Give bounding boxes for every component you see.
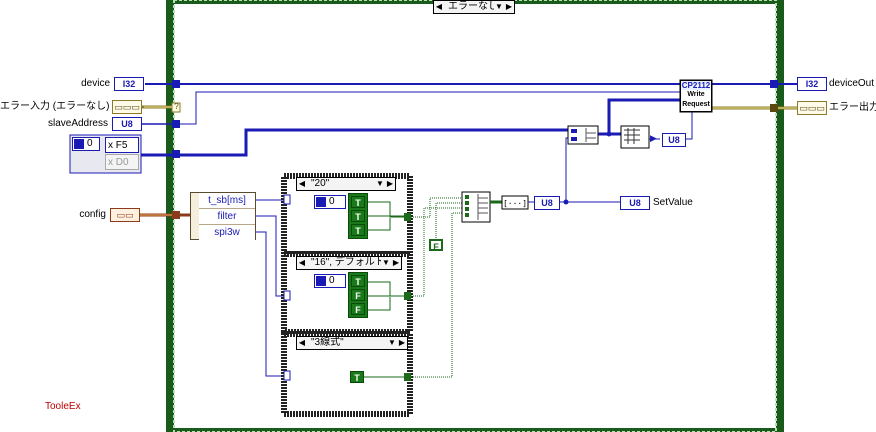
array-element-1-value: x F5 — [108, 140, 128, 151]
increment-arrow-icon[interactable]: ▶ — [386, 179, 394, 188]
increment-arrow-icon[interactable]: ▶ — [505, 2, 513, 11]
case-1-bool-1[interactable]: T — [351, 196, 365, 208]
array-element-1[interactable]: x F5 — [105, 137, 139, 153]
cp2112-write-request-subvi[interactable]: CP2112 Write Request — [680, 80, 712, 112]
inner-case-2-selector[interactable]: ◀ "16", デフォルト ▼ ▶ — [296, 256, 402, 270]
increment-icon[interactable] — [316, 276, 326, 286]
error-out-terminal[interactable]: ▭▭▭ — [797, 101, 827, 115]
tool-label: TooleEx — [45, 401, 81, 412]
array-index-value: 0 — [87, 138, 93, 149]
case-2-index-value: 0 — [329, 275, 335, 286]
set-value-terminal[interactable]: U8 — [620, 196, 650, 210]
to-u8-node-2[interactable]: U8 — [662, 133, 686, 147]
to-u8-node-1[interactable]: U8 — [534, 196, 560, 210]
case-3-bool-1[interactable]: T — [350, 371, 364, 383]
decrement-arrow-icon[interactable]: ◀ — [298, 179, 306, 188]
build-array-top-node — [567, 125, 599, 145]
to-u8-arrow-icon: ▶ — [650, 133, 657, 143]
device-out-label: deviceOut — [829, 78, 875, 89]
case-1-bool-3[interactable]: T — [351, 224, 365, 236]
case-2-bool-3[interactable]: F — [351, 303, 365, 315]
device-out-terminal[interactable]: I32 — [797, 77, 827, 91]
error-coercion-icon: ? — [174, 102, 179, 111]
config-terminal[interactable]: ▭▭ — [110, 208, 140, 222]
device-terminal[interactable]: I32 — [114, 77, 144, 91]
inner-case-1-label: "20" — [311, 178, 330, 189]
case-1-index-value: 0 — [329, 196, 335, 207]
slave-address-label: slaveAddress — [47, 118, 108, 129]
dropdown-arrow-icon[interactable]: ▼ — [382, 258, 390, 267]
false-constant[interactable]: F — [429, 239, 443, 252]
array-size-node — [620, 125, 650, 149]
case-2-bool-1[interactable]: T — [351, 275, 365, 287]
decrement-arrow-icon[interactable]: ◀ — [298, 338, 306, 347]
subvi-line-1: CP2112 — [681, 81, 711, 90]
unbundle-by-name[interactable]: t_sb[ms] filter spi3w — [190, 192, 256, 240]
array-index-control[interactable]: 0 — [72, 137, 100, 151]
error-in-terminal[interactable]: ▭▭▭ — [112, 100, 142, 114]
unbundle-field-spi3w: spi3w — [199, 225, 255, 240]
case-2-bool-2[interactable]: F — [351, 289, 365, 301]
case-2-index-constant[interactable]: 0 — [314, 274, 346, 288]
decrement-arrow-icon[interactable]: ◀ — [435, 2, 443, 11]
dropdown-arrow-icon[interactable]: ▼ — [388, 338, 396, 347]
inner-case-3-label: "3線式" — [311, 337, 344, 348]
inner-case-1-selector[interactable]: ◀ "20" ▼ ▶ — [296, 177, 396, 191]
inner-case-3-selector[interactable]: ◀ "3線式" ▼ ▶ — [296, 336, 408, 350]
unbundle-field-t-sb: t_sb[ms] — [199, 193, 255, 209]
array-element-2[interactable]: x D0 — [105, 154, 139, 170]
config-label: config — [79, 209, 106, 220]
unbundle-field-filter: filter — [199, 209, 255, 225]
decrement-arrow-icon[interactable]: ◀ — [298, 258, 306, 267]
device-label: device — [81, 78, 110, 89]
subvi-line-3: Request — [682, 101, 710, 108]
dropdown-arrow-icon[interactable]: ▼ — [376, 179, 384, 188]
increment-arrow-icon[interactable]: ▶ — [398, 338, 406, 347]
increment-arrow-icon[interactable]: ▶ — [392, 258, 400, 267]
case-1-index-constant[interactable]: 0 — [314, 195, 346, 209]
slave-address-terminal[interactable]: U8 — [112, 117, 142, 131]
case-1-bool-2[interactable]: T — [351, 210, 365, 222]
increment-icon[interactable] — [74, 139, 84, 149]
subvi-line-2: Write — [687, 91, 705, 98]
case-selector[interactable]: ◀ エラーなし ▼ ▶ — [433, 0, 515, 14]
dropdown-arrow-icon[interactable]: ▼ — [495, 2, 503, 11]
error-in-label: エラー入力 (エラーなし) — [0, 101, 110, 112]
set-value-label: SetValue — [653, 197, 693, 208]
case-selector-label: エラーなし — [448, 1, 494, 12]
inner-case-2-label: "16", デフォルト — [311, 257, 381, 268]
svg-text:[···]: [···] — [503, 199, 527, 208]
array-element-2-value: x D0 — [108, 157, 129, 168]
increment-icon[interactable] — [316, 197, 326, 207]
error-out-label: エラー出力 — [829, 102, 876, 113]
